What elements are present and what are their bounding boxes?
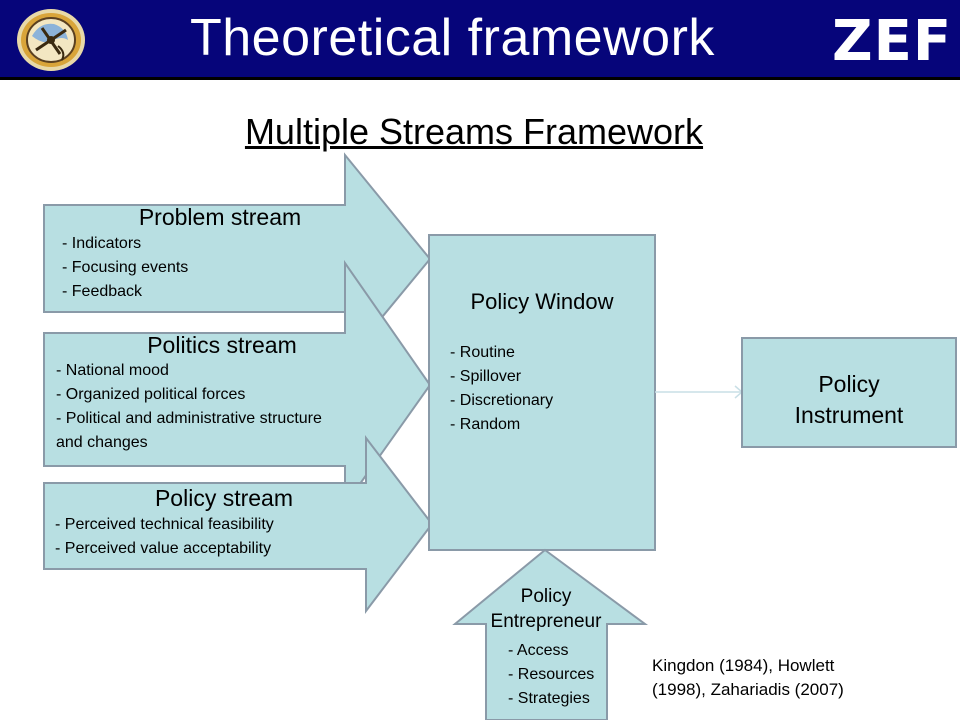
policy-instrument-line1: Policy bbox=[818, 371, 880, 397]
politics-stream-arrow bbox=[43, 259, 432, 509]
policy-instrument-label: Policy Instrument bbox=[742, 369, 956, 431]
list-item: - Focusing events bbox=[62, 259, 189, 276]
list-item: - Organized political forces bbox=[56, 386, 246, 403]
citation: Kingdon (1984), Howlett (1998), Zahariad… bbox=[652, 654, 844, 702]
list-item: - Access bbox=[508, 642, 569, 659]
politics-stream-items: - National mood - Organized political fo… bbox=[56, 359, 322, 455]
policy-stream-arrow bbox=[43, 435, 434, 614]
policy-entrepreneur-title-line1: Policy bbox=[520, 586, 572, 607]
list-item: - Political and administrative structure bbox=[56, 410, 322, 427]
list-item: - Perceived value acceptability bbox=[55, 540, 272, 557]
policy-stream-items: - Perceived technical feasibility - Perc… bbox=[55, 513, 274, 561]
list-item: - Indicators bbox=[62, 235, 142, 252]
policy-window-items: - Routine - Spillover - Discretionary - … bbox=[450, 341, 553, 437]
policy-entrepreneur-arrow bbox=[452, 548, 649, 720]
problem-stream-title: Problem stream bbox=[138, 204, 302, 230]
policy-window-title: Policy Window bbox=[470, 289, 614, 314]
list-item: - Strategies bbox=[508, 690, 590, 707]
politics-stream-title: Politics stream bbox=[147, 332, 297, 358]
header-title: Theoretical framework bbox=[190, 9, 715, 67]
list-item: and changes bbox=[56, 434, 148, 451]
list-item: - Routine bbox=[450, 344, 515, 361]
list-item: - Perceived technical feasibility bbox=[55, 516, 274, 533]
policy-instrument-line2: Instrument bbox=[794, 402, 904, 428]
problem-stream-items: - Indicators - Focusing events - Feedbac… bbox=[62, 232, 188, 304]
citation-line1: Kingdon (1984), Howlett bbox=[652, 656, 835, 675]
zef-brand-logo: ZEF bbox=[832, 9, 953, 74]
header-bar: Theoretical framework ZEF bbox=[0, 0, 960, 80]
list-item: - Resources bbox=[508, 666, 595, 683]
citation-line2: (1998), Zahariadis (2007) bbox=[652, 680, 844, 699]
globe-compass-logo-icon bbox=[17, 9, 85, 71]
list-item: - Spillover bbox=[450, 368, 522, 385]
slide-title: Multiple Streams Framework bbox=[244, 111, 704, 152]
list-item: - Random bbox=[450, 416, 521, 433]
policy-instrument-box bbox=[741, 337, 957, 448]
policy-entrepreneur-items: - Access - Resources - Strategies bbox=[508, 639, 594, 711]
problem-stream-arrow bbox=[43, 152, 432, 365]
list-item: - National mood bbox=[56, 362, 169, 379]
policy-entrepreneur-title-line2: Entrepreneur bbox=[490, 611, 602, 632]
policy-window-box bbox=[428, 234, 656, 551]
policy-stream-title: Policy stream bbox=[154, 485, 294, 511]
policy-entrepreneur-title: Policy Entrepreneur bbox=[466, 584, 626, 634]
list-item: - Feedback bbox=[62, 283, 143, 300]
list-item: - Discretionary bbox=[450, 392, 554, 409]
